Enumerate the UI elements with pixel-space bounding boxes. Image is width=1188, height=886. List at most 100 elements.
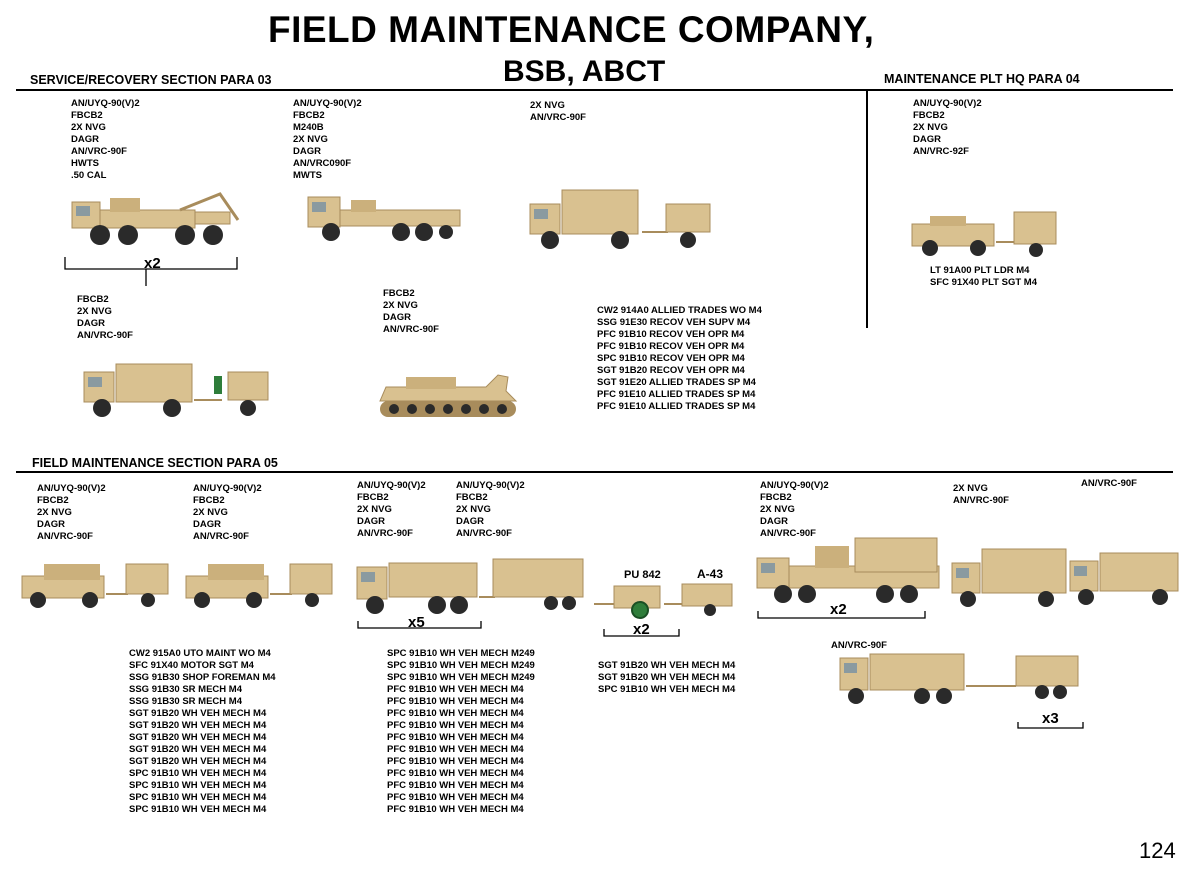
lmtv-multiplier: x3 <box>1042 710 1059 727</box>
list-item: 2X NVG <box>37 507 72 518</box>
list-item: DAGR <box>357 516 385 527</box>
list-item: FBCB2 <box>37 495 69 506</box>
list-item: SPC 91B10 WH VEH MECH M4 <box>129 780 267 791</box>
list-item: .50 CAL <box>71 170 107 181</box>
list-item: 2X NVG <box>456 504 491 515</box>
list-item: CW2 914A0 ALLIED TRADES WO M4 <box>597 305 762 316</box>
list-item: AN/UYQ-90(V)2 <box>37 483 106 494</box>
lmtv-with-trailer-icon <box>839 653 1079 704</box>
list-item: SPC 91B10 WH VEH MECH M249 <box>387 660 535 671</box>
list-item: FBCB2 <box>71 110 103 121</box>
list-item: FBCB2 <box>456 492 488 503</box>
humvee-trailer-2-icon <box>185 563 333 608</box>
list-item: PFC 91B10 WH VEH MECH M4 <box>387 720 524 731</box>
hemtt-field-brace <box>757 611 926 619</box>
page-subtitle: BSB, ABCT <box>503 55 666 88</box>
list-item: AN/VRC-90F <box>456 528 512 539</box>
list-item: AN/VRC-90F <box>530 112 586 123</box>
list-item: AN/UYQ-90(V)2 <box>193 483 262 494</box>
list-item: AN/VRC-90F <box>1081 478 1137 489</box>
tracked-recovery-vehicle-icon <box>379 374 518 417</box>
hemtt-wrecker-multiplier: x2 <box>144 255 161 272</box>
van-and-cargo-trucks-icon <box>951 548 1179 607</box>
list-item: PFC 91E10 ALLIED TRADES SP M4 <box>597 401 756 412</box>
list-item: FBCB2 <box>913 110 945 121</box>
hemtt-field-multiplier: x2 <box>830 601 847 618</box>
list-item: 2X NVG <box>913 122 948 133</box>
fmtv-brace <box>357 621 482 629</box>
page-title: FIELD MAINTENANCE COMPANY, <box>268 9 875 50</box>
list-item: DAGR <box>456 516 484 527</box>
list-item: SPC 91B10 WH VEH MECH M4 <box>129 768 267 779</box>
generator-trailers-icon <box>594 583 733 619</box>
list-item: LT 91A00 PLT LDR M4 <box>930 265 1030 276</box>
list-item: AN/UYQ-90(V)2 <box>71 98 140 109</box>
pu842-label: PU 842 <box>624 569 661 581</box>
list-item: AN/VRC-90F <box>760 528 816 537</box>
list-item: 2X NVG <box>760 504 795 515</box>
list-item: SPC 91B10 WH VEH MECH M249 <box>387 672 535 683</box>
list-item: SPC 91B10 WH VEH MECH M249 <box>387 648 535 659</box>
fmtv-with-van-trailer-icon <box>356 558 584 614</box>
list-item: CW2 915A0 UTO MAINT WO M4 <box>129 648 271 659</box>
list-item: FBCB2 <box>193 495 225 506</box>
list-item: FBCB2 <box>357 492 389 503</box>
list-item: 2X NVG <box>530 100 565 111</box>
list-item: PFC 91B10 RECOV VEH OPR M4 <box>597 341 745 352</box>
list-item: SSG 91E30 RECOV VEH SUPV M4 <box>597 317 751 328</box>
list-item: AN/UYQ-90(V)2 <box>760 480 829 491</box>
cargo-truck-with-trailer-icon <box>83 363 269 417</box>
lmtv-equipment-list: AN/VRC-90F <box>831 640 887 652</box>
list-item: SGT 91B20 WH VEH MECH M4 <box>129 720 267 731</box>
list-item: SPC 91B10 WH VEH MECH M4 <box>129 792 267 803</box>
generator-brace <box>603 629 680 637</box>
list-item: DAGR <box>193 519 221 530</box>
list-item: DAGR <box>293 146 321 157</box>
list-item: SGT 91B20 WH VEH MECH M4 <box>129 708 267 719</box>
humvee-trailer-1-icon <box>21 563 169 608</box>
list-item: AN/VRC-90F <box>77 330 133 341</box>
list-item: DAGR <box>37 519 65 530</box>
list-item: 2X NVG <box>357 504 392 515</box>
list-item: HWTS <box>71 158 99 169</box>
list-item: 2X NVG <box>77 306 112 317</box>
list-item: SGT 91B20 WH VEH MECH M4 <box>598 660 736 671</box>
list-item: DAGR <box>383 312 411 323</box>
list-item: 2X NVG <box>71 122 106 133</box>
list-item: FBCB2 <box>293 110 325 121</box>
list-item: SFC 91X40 PLT SGT M4 <box>930 277 1037 288</box>
list-item: PFC 91B10 WH VEH MECH M4 <box>387 732 524 743</box>
list-item: 2X NVG <box>383 300 418 311</box>
list-item: 2X NVG <box>953 483 988 494</box>
list-item: AN/UYQ-90(V)2 <box>913 98 982 109</box>
list-item: AN/VRC-92F <box>913 146 969 157</box>
list-item: SPC 91B10 WH VEH MECH M4 <box>129 804 267 815</box>
list-item: AN/VRC-90F <box>37 531 93 542</box>
list-item: FBCB2 <box>77 294 109 305</box>
hemtt-field-icon <box>756 537 940 603</box>
generator-multiplier: x2 <box>633 621 650 638</box>
list-item: AN/UYQ-90(V)2 <box>357 480 426 491</box>
list-item: FBCB2 <box>383 288 415 299</box>
list-item: DAGR <box>913 134 941 145</box>
list-item: AN/VRC090F <box>293 158 352 169</box>
list-item: SGT 91B20 WH VEH MECH M4 <box>129 744 267 755</box>
fmtv-multiplier: x5 <box>408 614 425 631</box>
list-item: AN/UYQ-90(V)2 <box>293 98 362 109</box>
a43-label: A-43 <box>697 567 724 581</box>
list-item: PFC 91E10 ALLIED TRADES SP M4 <box>597 389 756 400</box>
list-item: SGT 91B20 RECOV VEH OPR M4 <box>597 365 745 376</box>
list-item: SGT 91B20 WH VEH MECH M4 <box>598 672 736 683</box>
